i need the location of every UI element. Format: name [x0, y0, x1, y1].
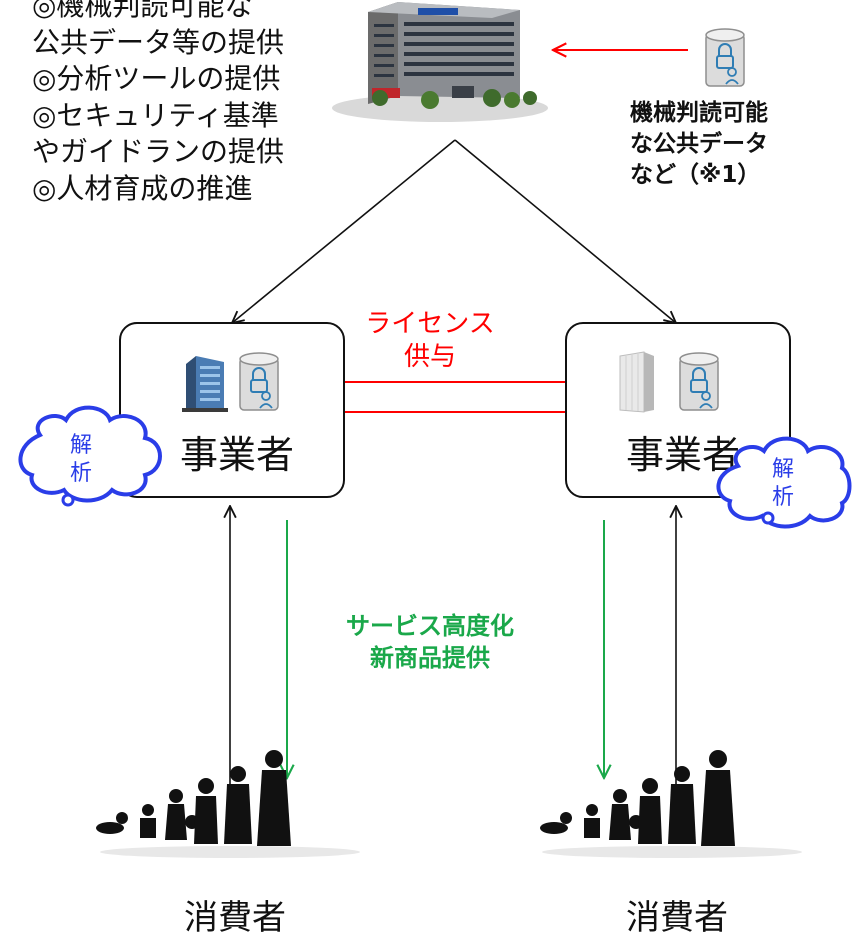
government-role-line: ◎機械判読可能な — [32, 0, 253, 22]
consumer-label-left: 消費者 — [184, 898, 286, 936]
government-roles-text: ◎機械判読可能な 公共データ等の提供 ◎分析ツールの提供 ◎セキュリティ基準 や… — [32, 0, 284, 207]
analysis-label-char: 析 — [69, 461, 92, 486]
government-role-line: ◎セキュリティ基準 — [32, 98, 279, 132]
public-data-label-line: な公共データ — [630, 131, 768, 157]
analysis-label-right: 解 析 — [768, 456, 798, 512]
license-label-line: ライセンス — [365, 309, 495, 339]
business-name-left: 事業者 — [180, 433, 295, 477]
service-label-line: 新商品提供 — [370, 644, 490, 672]
government-role-line: やガイドランの提供 — [32, 135, 285, 168]
service-label-line: サービス高度化 — [346, 612, 514, 640]
business-name-right: 事業者 — [626, 433, 741, 477]
public-data-label-line: 機械判読可能 — [630, 100, 768, 126]
service-label: サービス高度化 新商品提供 — [330, 610, 530, 674]
public-data-label-line: など（※1） — [630, 162, 761, 188]
government-role-line: ◎分析ツールの提供 — [32, 62, 281, 95]
analysis-label-char: 解 — [771, 457, 794, 482]
public-data-label: 機械判読可能 な公共データ など（※1） — [630, 98, 830, 191]
consumer-label-right: 消費者 — [626, 898, 728, 936]
license-label: ライセンス 供与 — [360, 308, 500, 374]
gov-to-right-arrow — [454, 139, 676, 323]
analysis-label-char: 析 — [771, 485, 794, 510]
analysis-label-left: 解 析 — [66, 432, 96, 488]
gov-to-left-arrow — [232, 139, 456, 323]
analysis-label-char: 解 — [69, 433, 92, 458]
license-label-line: 供与 — [403, 342, 456, 372]
government-role-line: ◎人材育成の推進 — [32, 171, 253, 205]
government-role-line: 公共データ等の提供 — [32, 25, 285, 59]
